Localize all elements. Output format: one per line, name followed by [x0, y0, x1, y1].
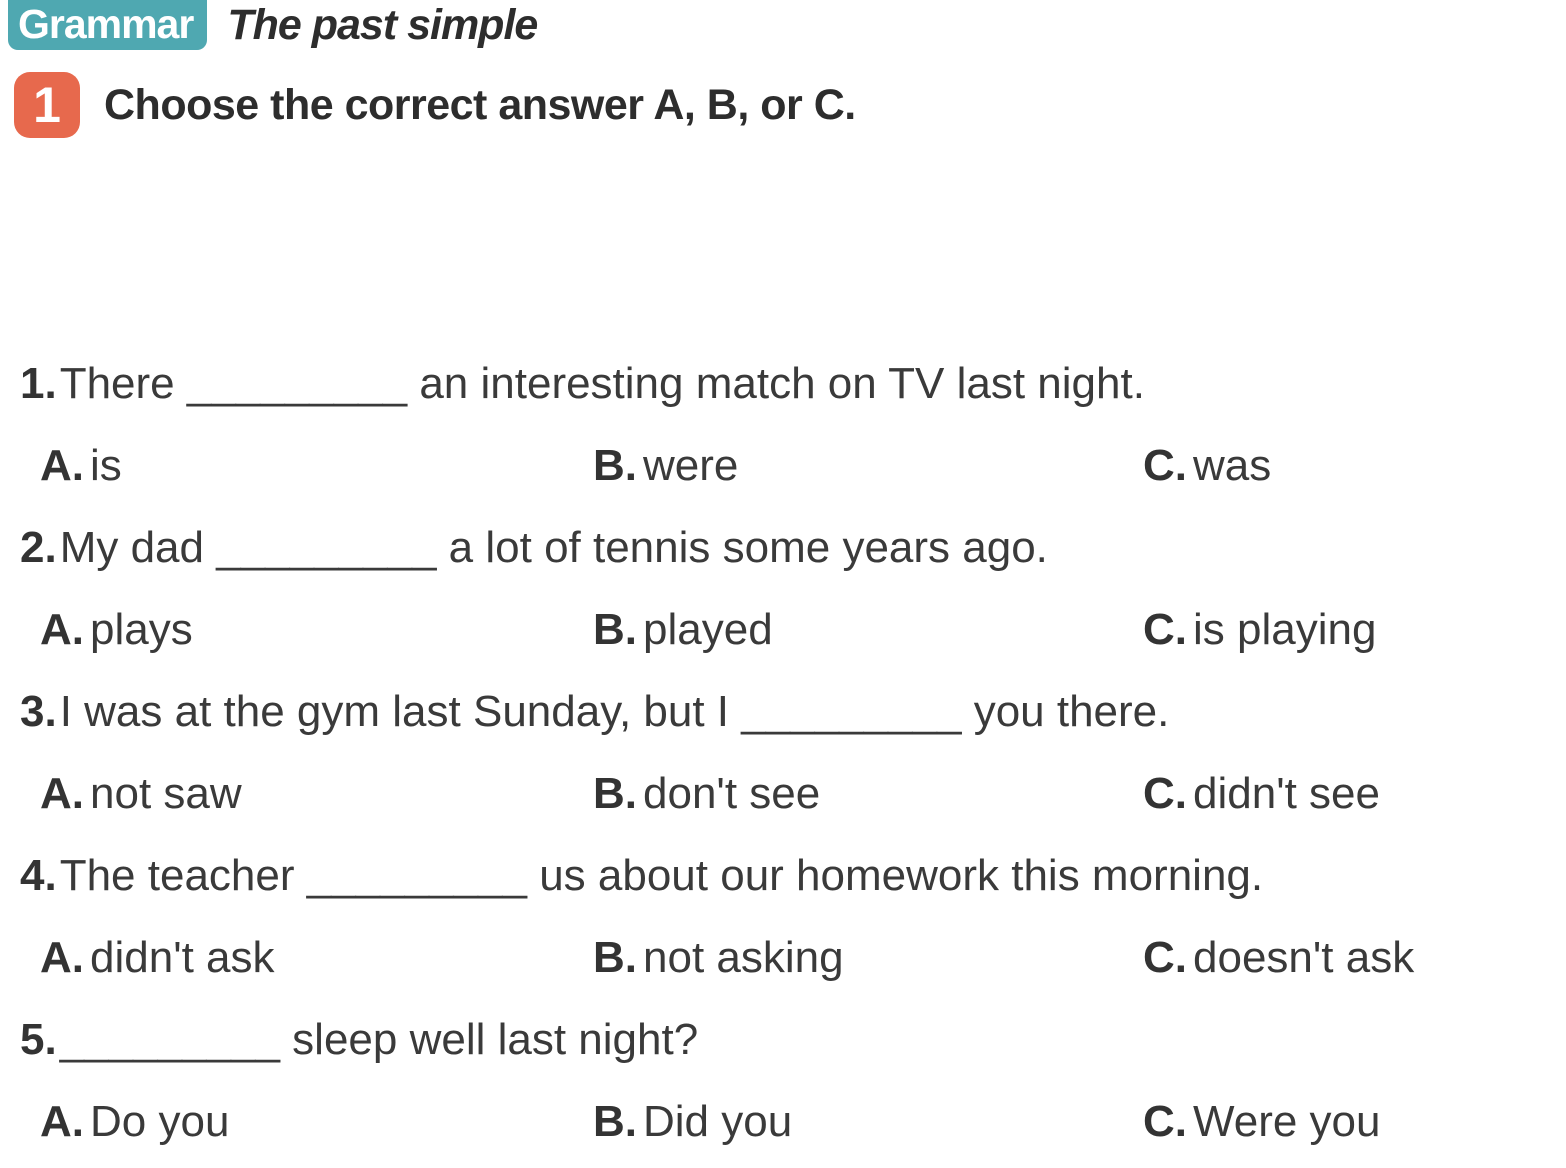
option-a[interactable]: A.not saw [40, 766, 593, 822]
option-a[interactable]: A.plays [40, 602, 593, 658]
question-sentence: 5._________ sleep well last night? [0, 1012, 1566, 1068]
question-4: 4.The teacher _________ us about our hom… [0, 848, 1566, 986]
section-title: The past simple [227, 1, 538, 49]
question-text: My dad _________ a lot of tennis some ye… [59, 523, 1048, 572]
options-row: A.didn't ask B.not asking C.doesn't ask [0, 930, 1566, 986]
option-letter: C. [1143, 441, 1187, 490]
option-letter: C. [1143, 1097, 1187, 1146]
question-sentence: 3.I was at the gym last Sunday, but I __… [0, 684, 1566, 740]
option-text: played [643, 605, 773, 654]
option-letter: A. [40, 1097, 84, 1146]
question-number: 1. [20, 359, 57, 408]
option-c[interactable]: C.is playing [1143, 602, 1566, 658]
option-letter: A. [40, 769, 84, 818]
option-c[interactable]: C.didn't see [1143, 766, 1566, 822]
option-letter: A. [40, 605, 84, 654]
option-b[interactable]: B.Did you [593, 1094, 1143, 1150]
question-number: 5. [20, 1015, 57, 1064]
option-text: didn't ask [90, 933, 275, 982]
option-letter: B. [593, 1097, 637, 1146]
option-letter: A. [40, 441, 84, 490]
question-number: 2. [20, 523, 57, 572]
question-text: There _________ an interesting match on … [59, 359, 1145, 408]
option-text: Were you [1193, 1097, 1381, 1146]
header: Grammar The past simple [0, 0, 1566, 50]
options-row: A.plays B.played C.is playing [0, 602, 1566, 658]
question-5: 5._________ sleep well last night? A.Do … [0, 1012, 1566, 1150]
option-text: were [643, 441, 739, 490]
option-text: not asking [643, 933, 844, 982]
option-c[interactable]: C.Were you [1143, 1094, 1566, 1150]
option-letter: C. [1143, 605, 1187, 654]
option-c[interactable]: C.doesn't ask [1143, 930, 1566, 986]
option-text: is playing [1193, 605, 1377, 654]
exercise-instruction: Choose the correct answer A, B, or C. [104, 80, 856, 129]
option-c[interactable]: C.was [1143, 438, 1566, 494]
question-3: 3.I was at the gym last Sunday, but I __… [0, 684, 1566, 822]
option-text: was [1193, 441, 1272, 490]
option-letter: C. [1143, 933, 1187, 982]
options-row: A.not saw B.don't see C.didn't see [0, 766, 1566, 822]
option-text: not saw [90, 769, 242, 818]
question-2: 2.My dad _________ a lot of tennis some … [0, 520, 1566, 658]
question-text: The teacher _________ us about our homew… [59, 851, 1264, 900]
question-sentence: 2.My dad _________ a lot of tennis some … [0, 520, 1566, 576]
option-text: don't see [643, 769, 821, 818]
question-text: I was at the gym last Sunday, but I ____… [59, 687, 1170, 736]
option-letter: B. [593, 605, 637, 654]
question-number: 4. [20, 851, 57, 900]
option-letter: A. [40, 933, 84, 982]
option-text: is [90, 441, 122, 490]
option-a[interactable]: A.is [40, 438, 593, 494]
question-sentence: 4.The teacher _________ us about our hom… [0, 848, 1566, 904]
option-a[interactable]: A.Do you [40, 1094, 593, 1150]
question-text: _________ sleep well last night? [59, 1015, 699, 1064]
options-row: A.Do you B.Did you C.Were you [0, 1094, 1566, 1150]
option-b[interactable]: B.were [593, 438, 1143, 494]
option-letter: B. [593, 441, 637, 490]
option-letter: C. [1143, 769, 1187, 818]
option-text: didn't see [1193, 769, 1380, 818]
question-number: 3. [20, 687, 57, 736]
option-b[interactable]: B.played [593, 602, 1143, 658]
option-text: Did you [643, 1097, 793, 1146]
option-b[interactable]: B.don't see [593, 766, 1143, 822]
grammar-badge: Grammar [8, 0, 208, 50]
exercise-number-badge: 1 [14, 72, 80, 138]
exercise-header: 1 Choose the correct answer A, B, or C. [14, 72, 1566, 138]
question-list: 1.There _________ an interesting match o… [0, 356, 1566, 1150]
option-letter: B. [593, 933, 637, 982]
option-text: plays [90, 605, 193, 654]
question-sentence: 1.There _________ an interesting match o… [0, 356, 1566, 412]
option-b[interactable]: B.not asking [593, 930, 1143, 986]
option-text: doesn't ask [1193, 933, 1415, 982]
option-text: Do you [90, 1097, 230, 1146]
question-1: 1.There _________ an interesting match o… [0, 356, 1566, 494]
option-a[interactable]: A.didn't ask [40, 930, 593, 986]
options-row: A.is B.were C.was [0, 438, 1566, 494]
option-letter: B. [593, 769, 637, 818]
